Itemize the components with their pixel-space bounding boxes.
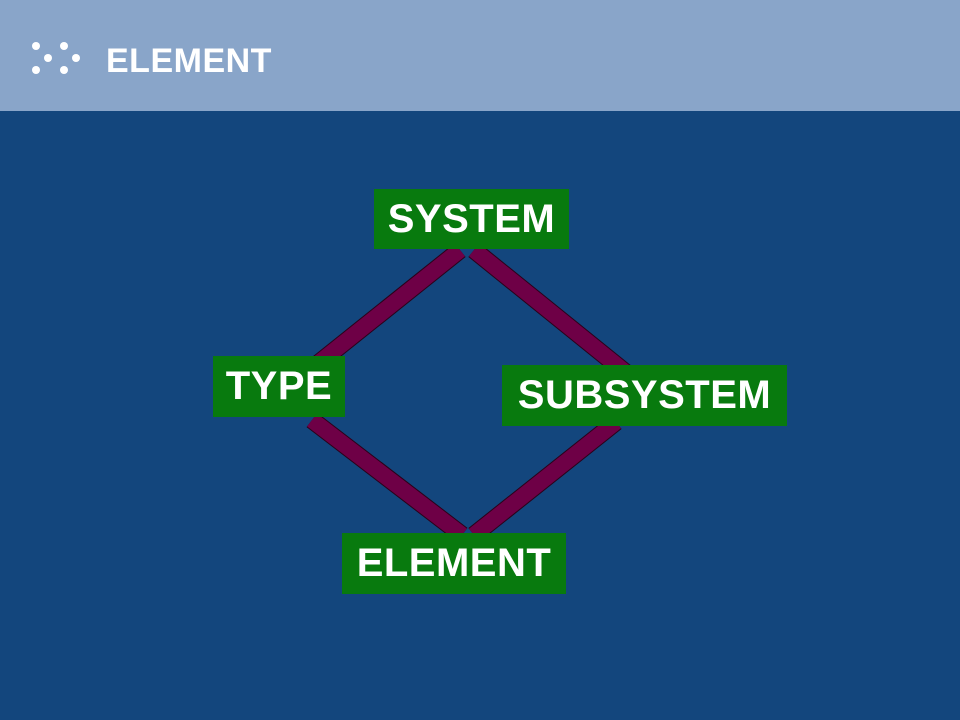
header-bar: ELEMENT (0, 0, 960, 111)
node-system: SYSTEM (374, 189, 569, 249)
dots-logo-icon (32, 42, 80, 74)
node-type: TYPE (213, 356, 345, 417)
node-subsystem: SUBSYSTEM (502, 365, 787, 426)
page-title: ELEMENT (106, 42, 272, 80)
node-element: ELEMENT (342, 533, 566, 594)
